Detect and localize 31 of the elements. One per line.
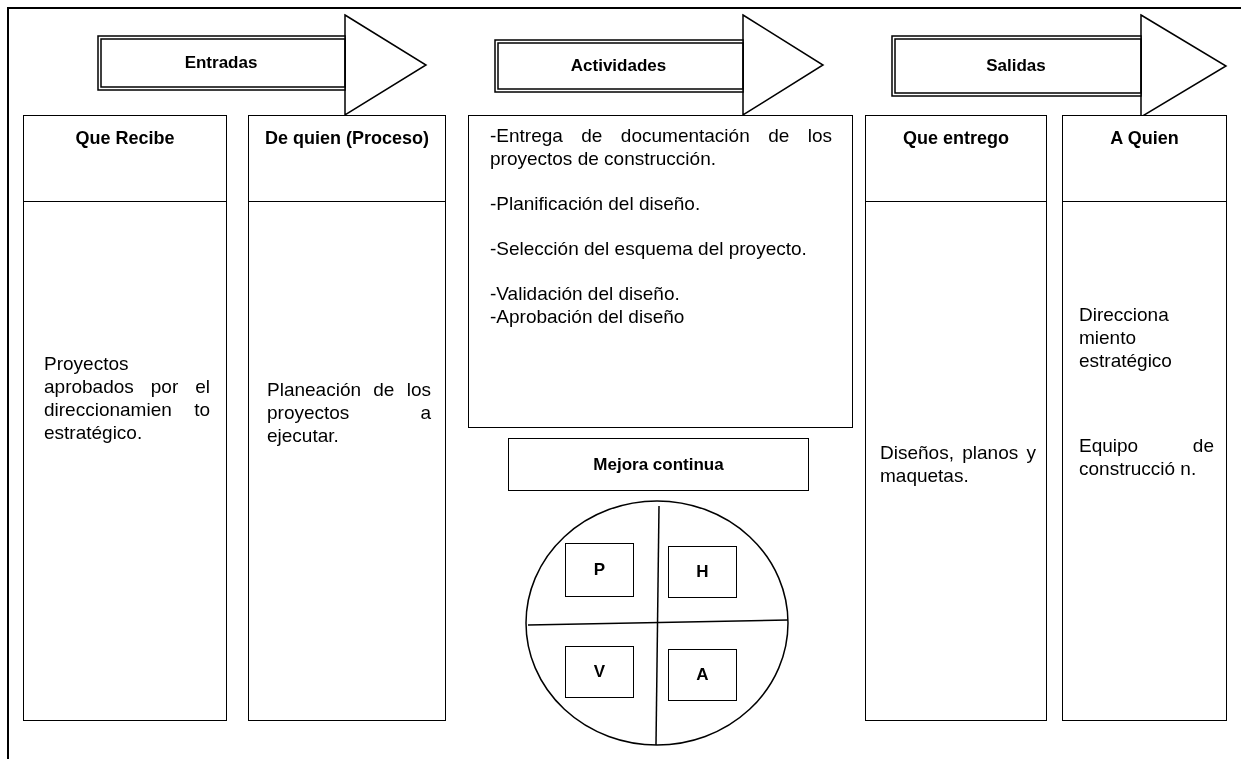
box-label: Mejora continua	[593, 454, 724, 475]
letter-box	[668, 546, 737, 598]
column-panel	[865, 115, 1047, 721]
box-label: V	[593, 662, 606, 682]
body-text: Proyectos aprobados por el direccionamien to estratégico.	[44, 352, 210, 444]
list-item: -Entrega de documentación de los proyectos de construcción.	[490, 124, 832, 170]
box-label: H	[696, 562, 709, 582]
column-panel	[23, 115, 227, 721]
column-heading: De quien (Proceso)	[264, 127, 430, 150]
letter-box	[668, 649, 737, 701]
letter-box	[565, 646, 634, 698]
list-item: -Aprobación del diseño	[490, 305, 686, 328]
activity-box	[468, 115, 853, 428]
body-text: Planeación de los proyectos a ejecutar.	[267, 378, 431, 447]
arrow-label: Actividades	[569, 56, 668, 76]
box-label: A	[696, 665, 709, 685]
column-heading: A Quien	[1109, 127, 1180, 150]
box-label: P	[593, 560, 606, 580]
column-panel	[248, 115, 446, 721]
list-item: -Validación del diseño.	[490, 282, 681, 305]
arrow-label: Entradas	[183, 53, 259, 73]
column-heading: Que entrego	[902, 127, 1010, 150]
column-heading: Que Recibe	[74, 127, 176, 150]
list-item: -Planificación del diseño.	[490, 192, 702, 215]
body-text: Direcciona miento estratégico	[1079, 303, 1173, 372]
letter-box	[565, 543, 634, 597]
body-text: Diseños, planos y maquetas.	[880, 441, 1036, 487]
body-text: Equipo de construcció n.	[1079, 434, 1214, 480]
list-item: -Selección del esquema del proyecto.	[490, 237, 808, 260]
title-box	[508, 438, 809, 491]
arrow-label: Salidas	[985, 56, 1047, 76]
